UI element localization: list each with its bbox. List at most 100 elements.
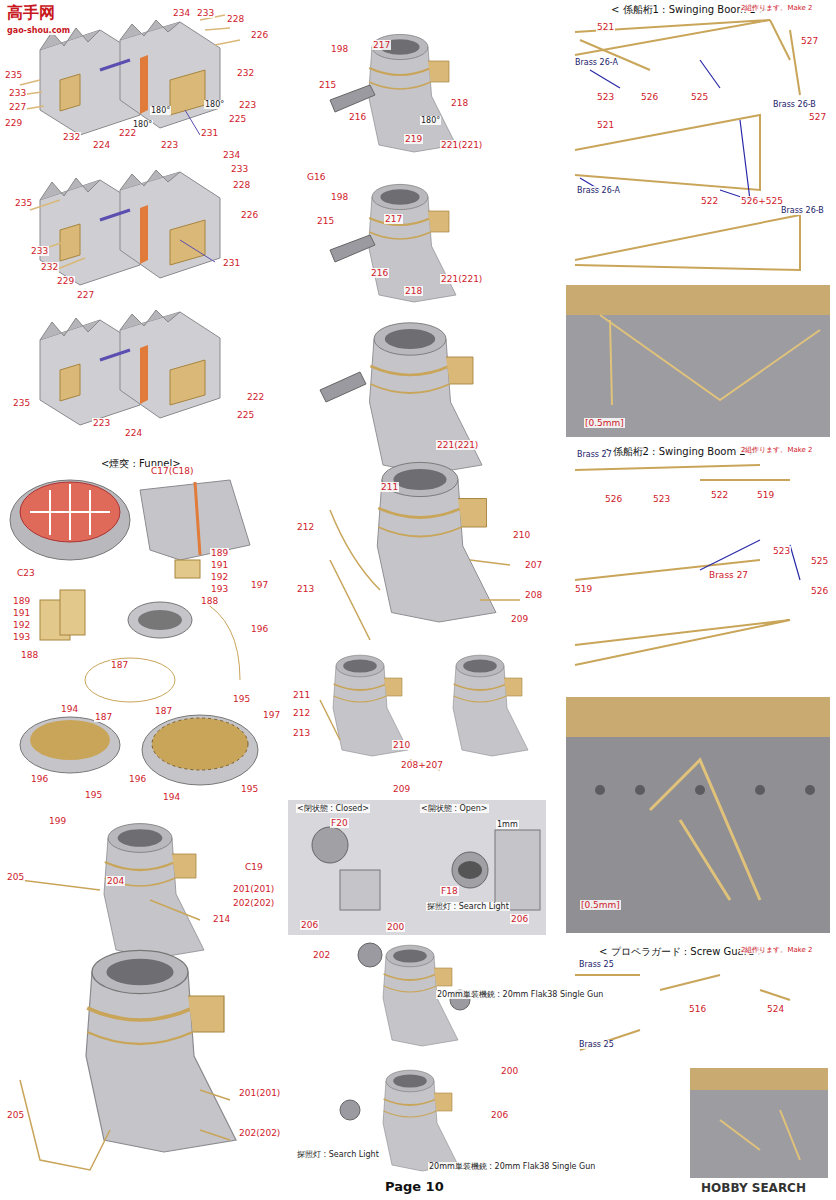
illustration-part	[690, 1068, 828, 1178]
illustration-part	[453, 655, 528, 756]
illustration-part	[312, 827, 348, 863]
callout-number: 201(201)	[232, 884, 275, 894]
callout-number: 218	[450, 98, 469, 108]
callout-number: 222	[246, 392, 265, 402]
callout-number: 195	[84, 790, 103, 800]
callout-number: 214	[212, 914, 231, 924]
callout-number: 521	[596, 22, 615, 32]
callout-number: 206	[510, 914, 529, 924]
illustration-part	[383, 1070, 458, 1171]
callout-number: 197	[250, 580, 269, 590]
callout-number: 192	[210, 572, 229, 582]
make-count-note: 2組作ります。Make 2	[740, 4, 814, 12]
callout-number: 187	[154, 706, 173, 716]
callout-number: 188	[200, 596, 219, 606]
callout-number: 234	[172, 8, 191, 18]
callout-number: 193	[210, 584, 229, 594]
callout-number: 524	[766, 1004, 785, 1014]
callout-number: 187	[110, 660, 129, 670]
callout-number: 223	[92, 418, 111, 428]
callout-number: 523	[772, 546, 791, 556]
illustration-part	[340, 943, 470, 1120]
callout-number: F20	[330, 818, 349, 828]
callout-number: 211	[292, 690, 311, 700]
callout-number: 206	[300, 920, 319, 930]
illustration-part	[10, 480, 250, 702]
callout-number: 198	[330, 44, 349, 54]
callout-number: 215	[318, 80, 337, 90]
note-text: 20mm単装機銃 : 20mm Flak38 Single Gun	[428, 1162, 596, 1171]
illustration-part	[377, 462, 496, 622]
illustration-part	[138, 610, 182, 630]
callout-number: 229	[56, 276, 75, 286]
callout-number: 216	[348, 112, 367, 122]
illustration-part	[566, 697, 830, 737]
illustration-part	[650, 760, 760, 900]
brass-part-label: Brass 25	[578, 960, 615, 969]
note-text: 20mm単装機銃 : 20mm Flak38 Single Gun	[436, 990, 604, 999]
callout-number: 233	[30, 246, 49, 256]
callout-number: 217	[372, 40, 391, 50]
callout-number: 200	[500, 1066, 519, 1076]
illustration-part	[595, 785, 605, 795]
callout-number: 227	[8, 102, 27, 112]
illustration-part	[20, 717, 120, 773]
illustration-part	[152, 718, 248, 770]
callout-number: 232	[62, 132, 81, 142]
callout-number: 527	[800, 36, 819, 46]
callout-number: 526+525	[740, 196, 784, 206]
callout-number: 196	[128, 774, 147, 784]
callout-number: 191	[12, 608, 31, 618]
illustration-part	[700, 540, 800, 580]
callout-number: 193	[12, 632, 31, 642]
callout-number: 522	[710, 490, 729, 500]
brass-part-label: Brass 26-B	[772, 100, 817, 109]
illustration-part	[575, 465, 790, 580]
illustration-part	[369, 184, 457, 302]
callout-number: 233	[8, 88, 27, 98]
illustration-part	[695, 785, 705, 795]
callout-number: 227	[76, 290, 95, 300]
illustration-part	[142, 715, 258, 785]
callout-number: 209	[510, 614, 529, 624]
callout-number: 226	[250, 30, 269, 40]
callout-number: 212	[292, 708, 311, 718]
callout-number: 234	[222, 150, 241, 160]
illustration-part	[30, 720, 110, 760]
callout-number: 201(201)	[238, 1088, 281, 1098]
callout-number: 196	[30, 774, 49, 784]
callout-number: 194	[60, 704, 79, 714]
callout-number: 225	[228, 114, 247, 124]
illustration-part	[755, 785, 765, 795]
callout-number: 202	[312, 950, 331, 960]
callout-number: 199	[48, 816, 67, 826]
callout-number: 232	[236, 68, 255, 78]
illustration-part	[85, 658, 175, 702]
illustration-part	[104, 824, 204, 958]
note-text: 180°	[132, 120, 153, 129]
illustration-part	[20, 1080, 110, 1170]
callout-number: 196	[250, 624, 269, 634]
illustration-part	[288, 800, 546, 935]
callout-number: 202(202)	[238, 1128, 281, 1138]
callout-number: 219	[404, 134, 423, 144]
callout-number: 525	[690, 92, 709, 102]
callout-number: 212	[296, 522, 315, 532]
illustration-part	[140, 480, 250, 560]
callout-number: 198	[330, 192, 349, 202]
callout-number: 521	[596, 120, 615, 130]
brass-part-label: Brass 25	[578, 1040, 615, 1049]
illustration-part	[312, 827, 540, 910]
callout-number: 523	[652, 494, 671, 504]
illustration-part	[566, 285, 830, 437]
callout-number: 526	[604, 494, 623, 504]
callout-number: 218	[404, 286, 423, 296]
callout-number: C23	[16, 568, 36, 578]
illustration-part	[690, 1068, 828, 1090]
callout-number: 224	[92, 140, 111, 150]
illustration-part	[566, 697, 830, 933]
illustration-part	[595, 785, 815, 795]
callout-number: 523	[596, 92, 615, 102]
section-heading: < 係船桁2 : Swinging Boom 2 >	[600, 446, 758, 458]
